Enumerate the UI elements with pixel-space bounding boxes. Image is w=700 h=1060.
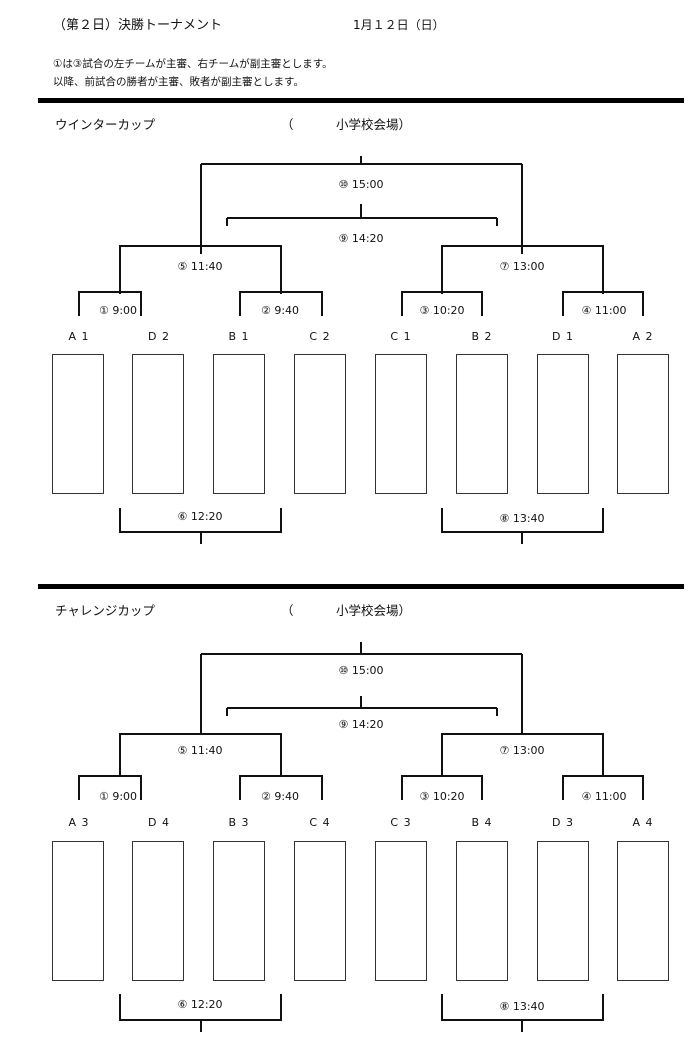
match-3-label: ③ 10:20 [419, 304, 465, 317]
bracket-section-winter: ウインターカップ （ 小学校会場） ⑩ 15:00 ⑨ 14:20 [0, 114, 700, 574]
section-divider-2 [38, 584, 684, 589]
team-label: D 2 [148, 330, 170, 343]
match-10-label: ⑩ 15:00 [338, 664, 384, 677]
team-label: D 3 [552, 816, 574, 829]
team-label: B 1 [228, 330, 250, 343]
team-entry-box[interactable] [132, 841, 184, 981]
team-label: A 4 [632, 816, 654, 829]
venue-label: 小学校会場） [336, 117, 412, 132]
team-label: C 1 [390, 330, 412, 343]
team-entry-box[interactable] [375, 354, 427, 494]
team-entry-box[interactable] [294, 354, 346, 494]
match-8-label: ⑧ 13:40 [499, 512, 545, 525]
team-label: C 2 [309, 330, 331, 343]
bracket-lines [78, 156, 644, 544]
referee-note-1: ①は③試合の左チームが主審、右チームが副主審とします。 [53, 58, 333, 70]
team-label: C 4 [309, 816, 331, 829]
match-9-label: ⑨ 14:20 [338, 232, 384, 245]
team-entry-box[interactable] [537, 354, 589, 494]
team-entry-box[interactable] [617, 354, 669, 494]
match-7-label: ⑦ 13:00 [499, 744, 545, 757]
venue-label: 小学校会場） [336, 603, 412, 618]
team-label: D 1 [552, 330, 574, 343]
team-label: C 3 [390, 816, 412, 829]
section-title: チャレンジカップ [55, 603, 155, 618]
match-5-label: ⑤ 11:40 [177, 260, 223, 273]
match-5-label: ⑤ 11:40 [177, 744, 223, 757]
team-entry-box[interactable] [456, 354, 508, 494]
match-10-label: ⑩ 15:00 [338, 178, 384, 191]
team-entry-box[interactable] [375, 841, 427, 981]
match-7-label: ⑦ 13:00 [499, 260, 545, 273]
bracket-section-challenge: チャレンジカップ （ 小学校会場） ⑩ 15:00 ⑨ 14:20 ⑤ 11:4… [0, 600, 700, 1060]
team-entry-box[interactable] [294, 841, 346, 981]
match-9-label: ⑨ 14:20 [338, 718, 384, 731]
match-1-label: ① 9:00 [98, 790, 138, 803]
bracket-lines [78, 642, 644, 1032]
section-divider-1 [38, 98, 684, 103]
team-label: B 3 [228, 816, 250, 829]
venue-open-paren: （ [281, 603, 294, 618]
team-label: D 4 [148, 816, 170, 829]
team-label: B 2 [471, 330, 493, 343]
referee-note-2: 以降、前試合の勝者が主審、敗者が副主審とします。 [53, 76, 304, 88]
team-entry-box[interactable] [456, 841, 508, 981]
section-title: ウインターカップ [55, 117, 156, 132]
match-8-label: ⑧ 13:40 [499, 1000, 545, 1013]
page-title: （第２日）決勝トーナメント [53, 18, 223, 33]
team-label: A 1 [68, 330, 90, 343]
match-4-label: ④ 11:00 [581, 790, 627, 803]
team-entry-box[interactable] [617, 841, 669, 981]
match-3-label: ③ 10:20 [419, 790, 465, 803]
team-entry-box[interactable] [52, 841, 104, 981]
team-entry-box[interactable] [132, 354, 184, 494]
team-label: A 3 [68, 816, 90, 829]
team-entry-box[interactable] [213, 841, 265, 981]
venue-open-paren: （ [281, 117, 294, 132]
team-entry-box[interactable] [537, 841, 589, 981]
team-entry-box[interactable] [213, 354, 265, 494]
event-date: 1月１２日（日） [353, 18, 445, 32]
match-1-label: ① 9:00 [98, 304, 138, 317]
team-label: A 2 [632, 330, 654, 343]
team-label: B 4 [471, 816, 493, 829]
match-6-label: ⑥ 12:20 [177, 998, 223, 1011]
match-4-label: ④ 11:00 [581, 304, 627, 317]
match-2-label: ② 9:40 [260, 304, 300, 317]
match-2-label: ② 9:40 [260, 790, 300, 803]
match-6-label: ⑥ 12:20 [177, 510, 223, 523]
team-entry-box[interactable] [52, 354, 104, 494]
